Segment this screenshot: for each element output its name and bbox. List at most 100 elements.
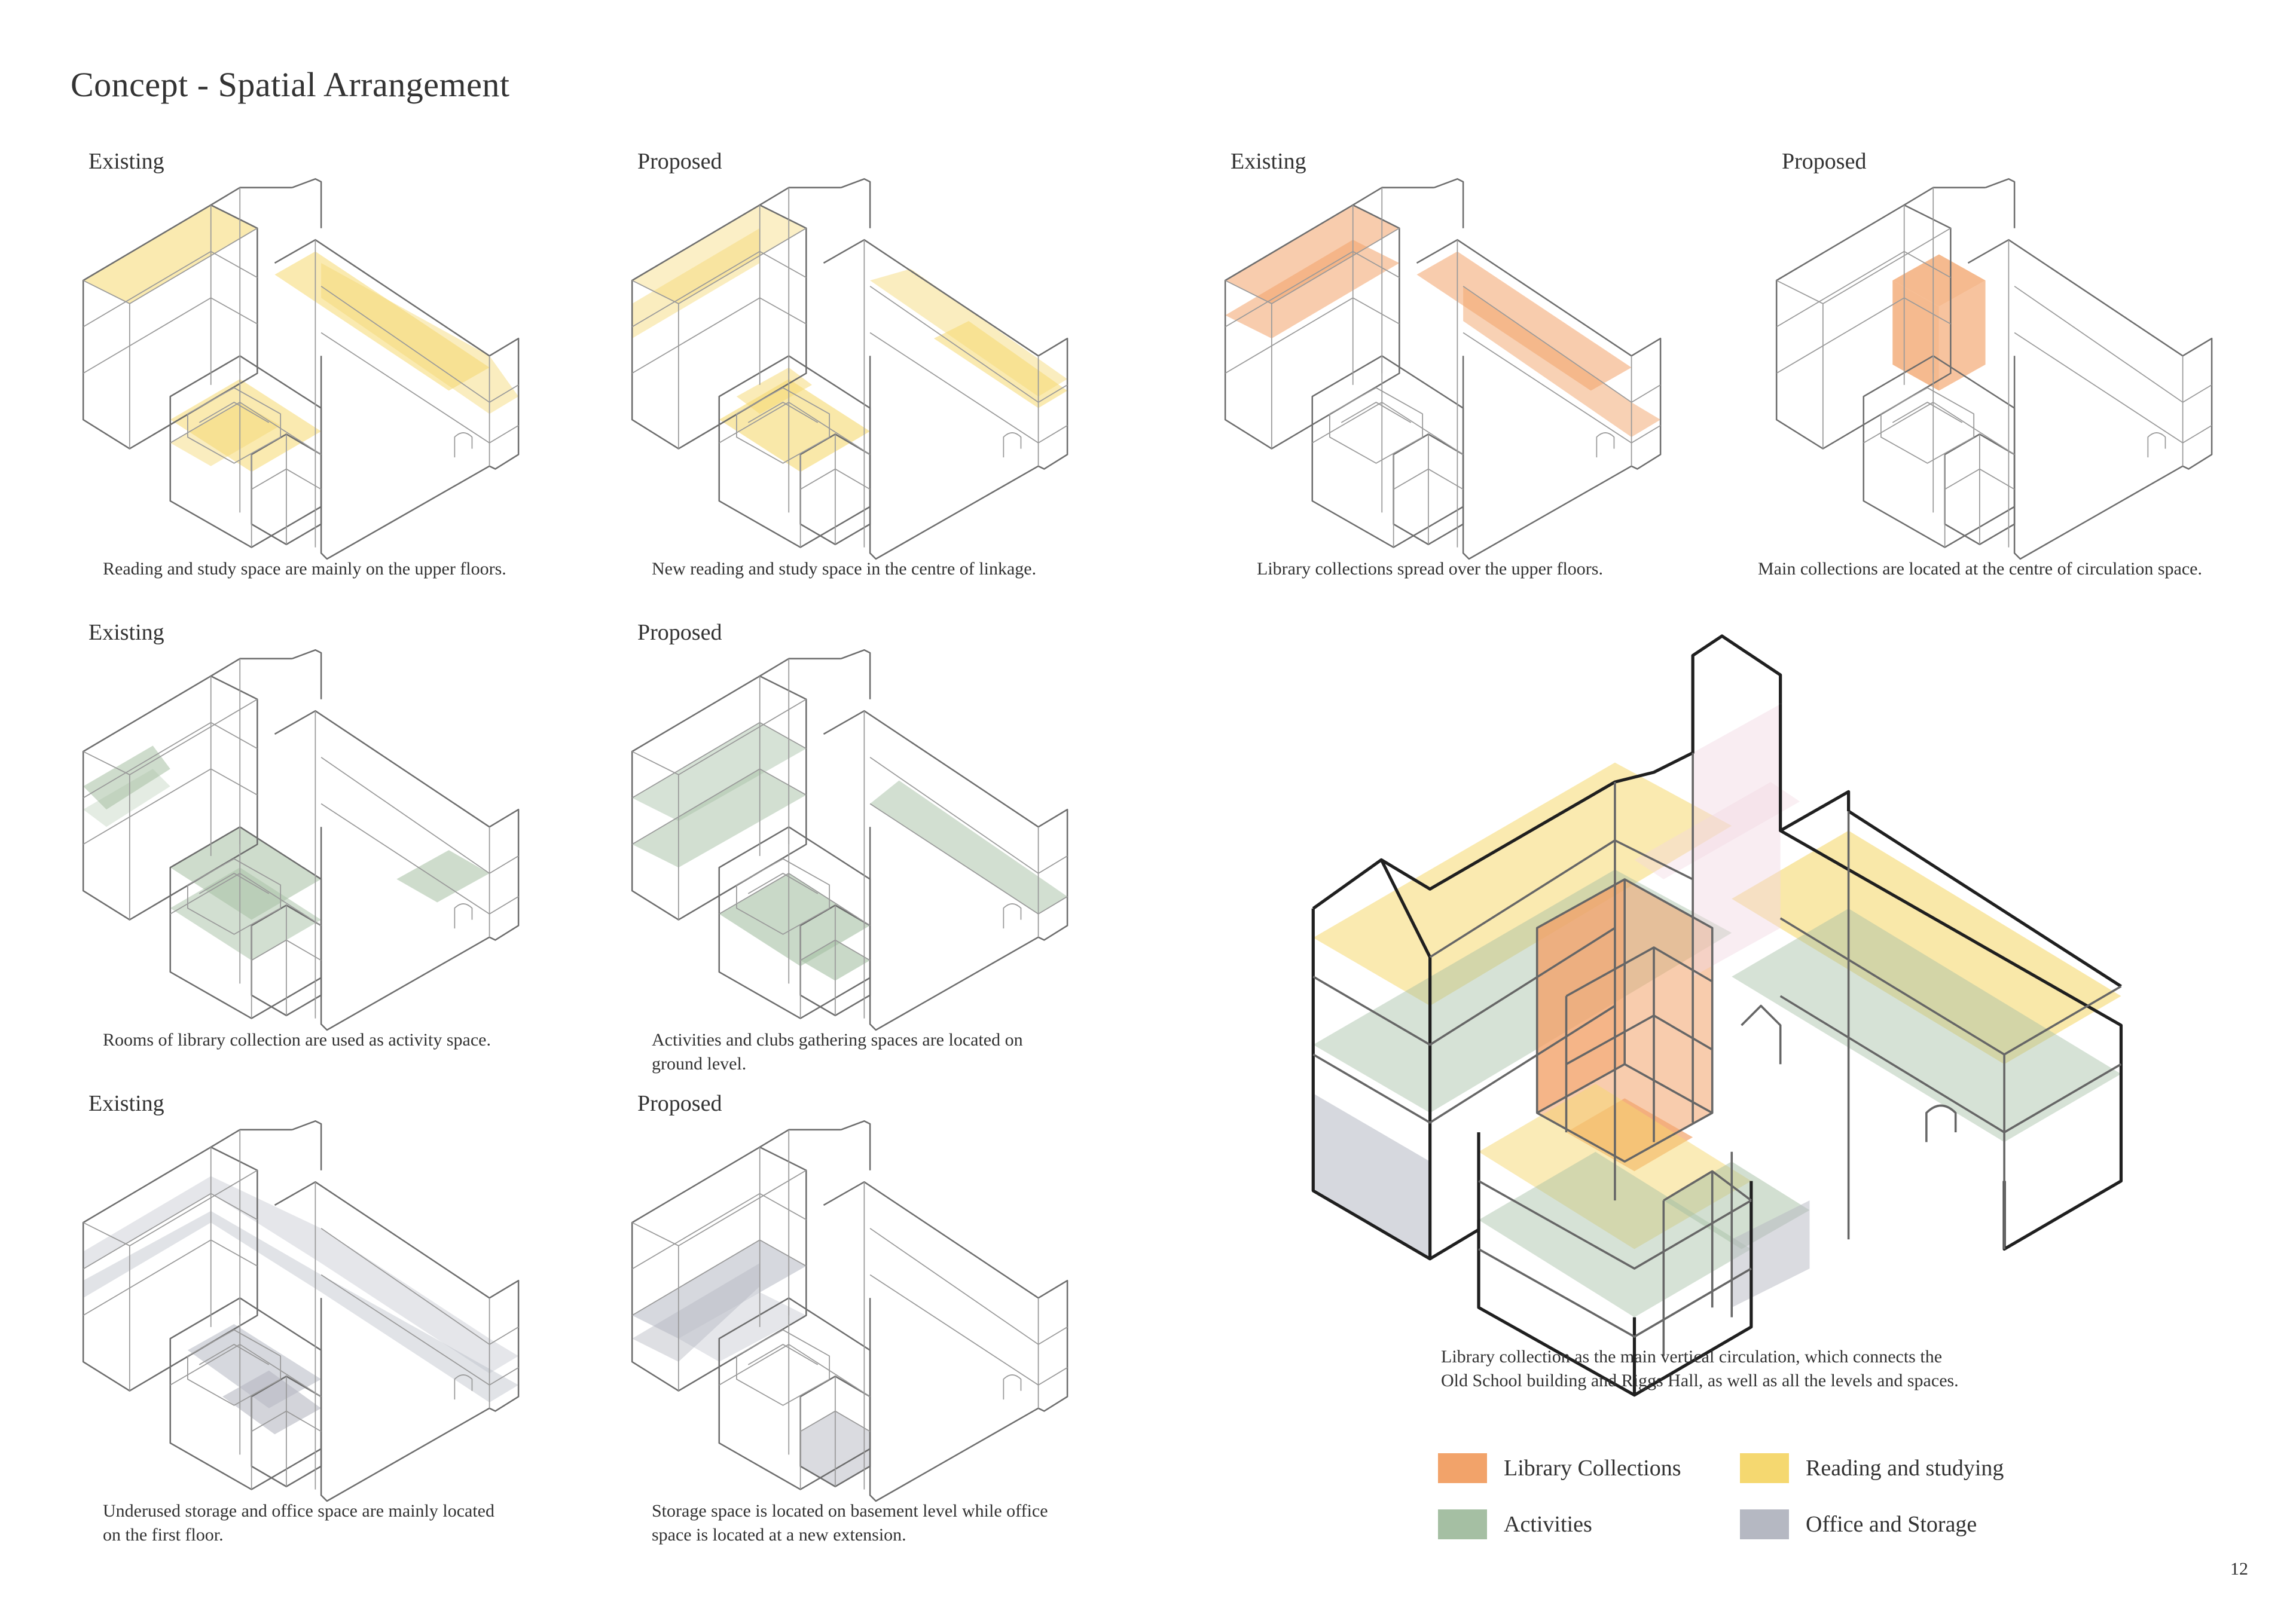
zone-reading: [736, 367, 813, 414]
panel-7-caption-line-2: on the first floor.: [103, 1525, 224, 1545]
combined-zone: [1693, 704, 1781, 977]
legend-label-reading: Reading and studying: [1806, 1456, 2004, 1481]
zone-reading: [83, 204, 258, 304]
building-outline: [82, 649, 520, 1031]
combined-zone: [1625, 879, 1712, 1113]
building-interior-line: [454, 1374, 473, 1400]
panel-8-diagram: [631, 1120, 1068, 1502]
zone-reading: [632, 228, 760, 339]
building-outline: [82, 1120, 520, 1502]
panel-5-subtitle: Existing: [88, 620, 164, 645]
panel-3-caption: Library collections spread over the uppe…: [1257, 557, 1603, 581]
building-edge: [841, 1120, 871, 1170]
zone-reading: [170, 402, 281, 466]
building-interior-line: [678, 1170, 807, 1246]
legend-swatch-activities: [1438, 1509, 1487, 1539]
panel-4-caption-line-1: Main collections are located at the cent…: [1758, 559, 2202, 579]
legend-swatch-reading: [1740, 1453, 1789, 1483]
zone-office: [222, 1370, 322, 1435]
building-interior-line: [1003, 903, 1022, 929]
building-edge: [1311, 355, 1464, 548]
zone-activities: [632, 722, 807, 821]
building-interior-line: [1271, 228, 1400, 304]
building-interior-line: [800, 939, 871, 961]
combined-zone: [1732, 908, 2121, 1142]
building-interior-line: [251, 1410, 322, 1432]
building-edge: [759, 1129, 841, 1148]
zone-reading: [274, 251, 490, 391]
panel-8-subtitle: Proposed: [637, 1091, 722, 1116]
zone-office: [83, 1176, 519, 1374]
legend-item-library: Library Collections: [1438, 1451, 1681, 1485]
building-interior-line: [678, 228, 807, 304]
building-outline: [631, 649, 1068, 1031]
building-interior-line: [251, 468, 322, 490]
building-edge: [1775, 204, 1952, 450]
panel-7-diagram: [82, 1120, 520, 1502]
zone-reading: [632, 204, 807, 304]
combined-interior-line: [1925, 1104, 1957, 1142]
legend-label-library: Library Collections: [1504, 1456, 1681, 1481]
building-edge: [759, 187, 841, 206]
building-interior-line: [454, 432, 473, 458]
building-interior-line: [454, 903, 473, 929]
building-interior-line: [199, 402, 270, 423]
building-interior-line: [1944, 468, 2015, 490]
building-edge: [1224, 204, 1400, 450]
zone-library: [1463, 286, 1661, 438]
panel-1-diagram: [82, 178, 520, 560]
combined-zone: [1313, 762, 1732, 1006]
building-edge: [841, 649, 871, 699]
building-edge: [292, 1120, 322, 1170]
legend-item-activities: Activities: [1438, 1508, 1592, 1541]
building-interior-line: [129, 228, 258, 304]
building-edge: [1352, 187, 1434, 206]
legend-item-office: Office and Storage: [1740, 1508, 1977, 1541]
zone-office: [83, 1211, 519, 1402]
panel-3-caption-line-1: Library collections spread over the uppe…: [1257, 559, 1603, 579]
building-outline: [631, 1120, 1068, 1502]
panel-1-caption: Reading and study space are mainly on th…: [103, 557, 506, 581]
building-interior-line: [719, 1344, 871, 1398]
combined-building-edge: [1779, 790, 1851, 832]
panel-5-caption-line-1: Rooms of library collection are used as …: [103, 1030, 491, 1050]
panel-5-caption: Rooms of library collection are used as …: [103, 1028, 491, 1052]
panel-2-caption-line-1: New reading and study space in the centr…: [652, 559, 1037, 579]
building-interior-line: [1329, 387, 1424, 464]
panel-4-caption: Main collections are located at the cent…: [1758, 557, 2202, 581]
building-edge: [759, 658, 841, 677]
page-title: Concept - Spatial Arrangement: [71, 65, 510, 104]
page-number: 12: [2230, 1559, 2248, 1579]
building-edge: [292, 649, 322, 699]
building-interior-line: [1892, 402, 1963, 423]
building-interior-line: [631, 280, 679, 449]
building-edge: [823, 239, 1068, 560]
building-interior-line: [187, 387, 282, 464]
building-edge: [292, 178, 322, 228]
building-interior-line: [199, 1344, 270, 1365]
building-edge: [823, 1181, 1068, 1502]
zone-activities: [870, 780, 1068, 914]
building-interior-line: [1596, 432, 1615, 458]
building-edge: [274, 1181, 520, 1502]
building-interior-line: [631, 751, 679, 920]
zone-reading: [933, 321, 1068, 408]
legend-swatch-library: [1438, 1453, 1487, 1483]
panel-5-diagram: [82, 649, 520, 1031]
building-outline: [82, 178, 520, 560]
building-interior-line: [631, 1222, 679, 1391]
zone-library: [1225, 240, 1400, 339]
building-interior-line: [320, 803, 519, 915]
zone-library: [1225, 204, 1400, 304]
legend-item-reading: Reading and studying: [1740, 1451, 2004, 1485]
building-interior-line: [2014, 286, 2212, 403]
zone-library: [1892, 254, 1986, 307]
building-interior-line: [1863, 402, 2015, 456]
panel-7-caption: Underused storage and office space are m…: [103, 1499, 494, 1547]
legend-label-activities: Activities: [1504, 1512, 1592, 1537]
building-interior-line: [129, 699, 258, 775]
combined-interior-line: [1312, 1005, 1616, 1124]
combined-interior-line: [1624, 1063, 1713, 1114]
panel-8-caption: Storage space is located on basement lev…: [652, 1499, 1048, 1547]
building-interior-line: [1776, 280, 1824, 449]
